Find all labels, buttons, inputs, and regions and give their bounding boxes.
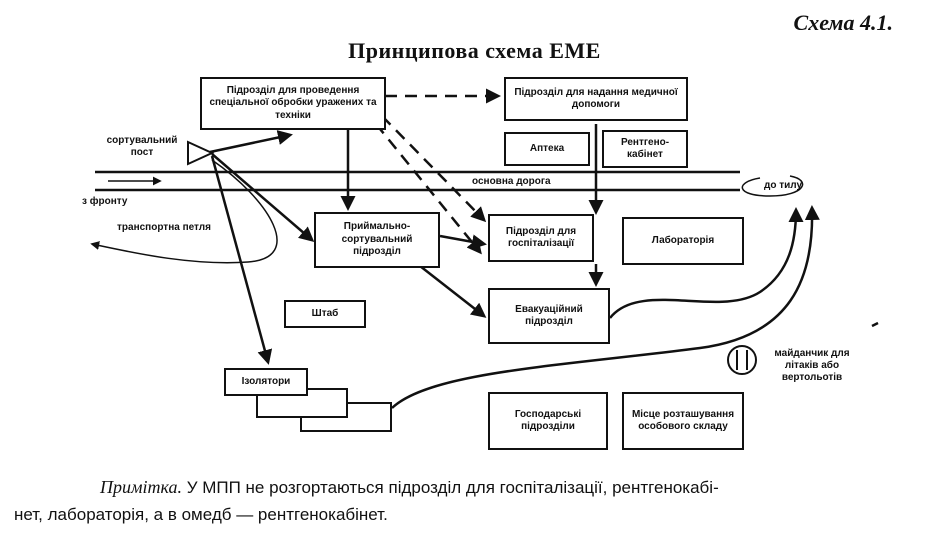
- note-prefix: Примітка.: [100, 477, 182, 497]
- label-from-front: з фронту: [82, 196, 128, 207]
- note-line-1: У МПП не розгортаються підрозділ для гос…: [186, 478, 719, 497]
- box-admission-triage: Приймально-сортувальний підрозділ: [314, 212, 440, 268]
- box-hospitalization: Підрозділ для госпіталізації: [488, 214, 594, 262]
- to-rear-curve: [741, 175, 804, 197]
- arrow-isolators-to-rear: [391, 205, 820, 409]
- box-medical-aid: Підрозділ для надання медичної допомоги: [504, 77, 688, 121]
- box-evacuation: Евакуаційний підрозділ: [488, 288, 610, 344]
- note: Примітка. У МПП не розгортаються підрозд…: [14, 474, 914, 528]
- transport-loop-path: [90, 159, 278, 264]
- note-line-2: нет, лабораторія, а в омедб — рентгенока…: [14, 504, 388, 524]
- arrow-evacuation-to-rear: [609, 207, 804, 319]
- box-special-treatment: Підрозділ для проведення спеціальної обр…: [200, 77, 386, 130]
- label-main-road: основна дорога: [470, 176, 553, 188]
- box-household: Господарські підрозділи: [488, 392, 608, 450]
- diagram-title: Принципова схема ЕМЕ: [348, 38, 601, 63]
- arrow-admission-to-hospital: [439, 234, 487, 250]
- arrow-post-to-isolators: [210, 155, 273, 365]
- helipad-icon: [727, 345, 757, 375]
- arrow-special-to-hospital-dashed-1: [381, 115, 487, 223]
- box-xray: Рентгено-кабінет: [602, 130, 688, 168]
- triage-post-marker: [187, 140, 215, 166]
- arrow-post-to-admission: [211, 153, 315, 242]
- box-isolators: Ізолятори: [224, 368, 308, 396]
- box-special-storage: Місце розташування особового складу: [622, 392, 744, 450]
- label-transport-loop: транспортна петля: [117, 222, 211, 233]
- arrow-special-to-hospital-dashed-2: [375, 123, 482, 255]
- label-triage-post: сортувальний пост: [106, 135, 178, 158]
- label-to-rear: до тилу: [764, 180, 803, 191]
- scheme-label: Схема 4.1.: [793, 10, 893, 35]
- label-helipad: майданчик для літаків або вертольотів: [774, 348, 850, 383]
- arrow-admission-to-evacuation: [419, 265, 487, 318]
- arrow-post-to-special: [209, 130, 293, 154]
- box-laboratory: Лабораторія: [622, 217, 744, 265]
- box-headquarters: Штаб: [284, 300, 366, 328]
- box-pharmacy: Аптека: [504, 132, 590, 166]
